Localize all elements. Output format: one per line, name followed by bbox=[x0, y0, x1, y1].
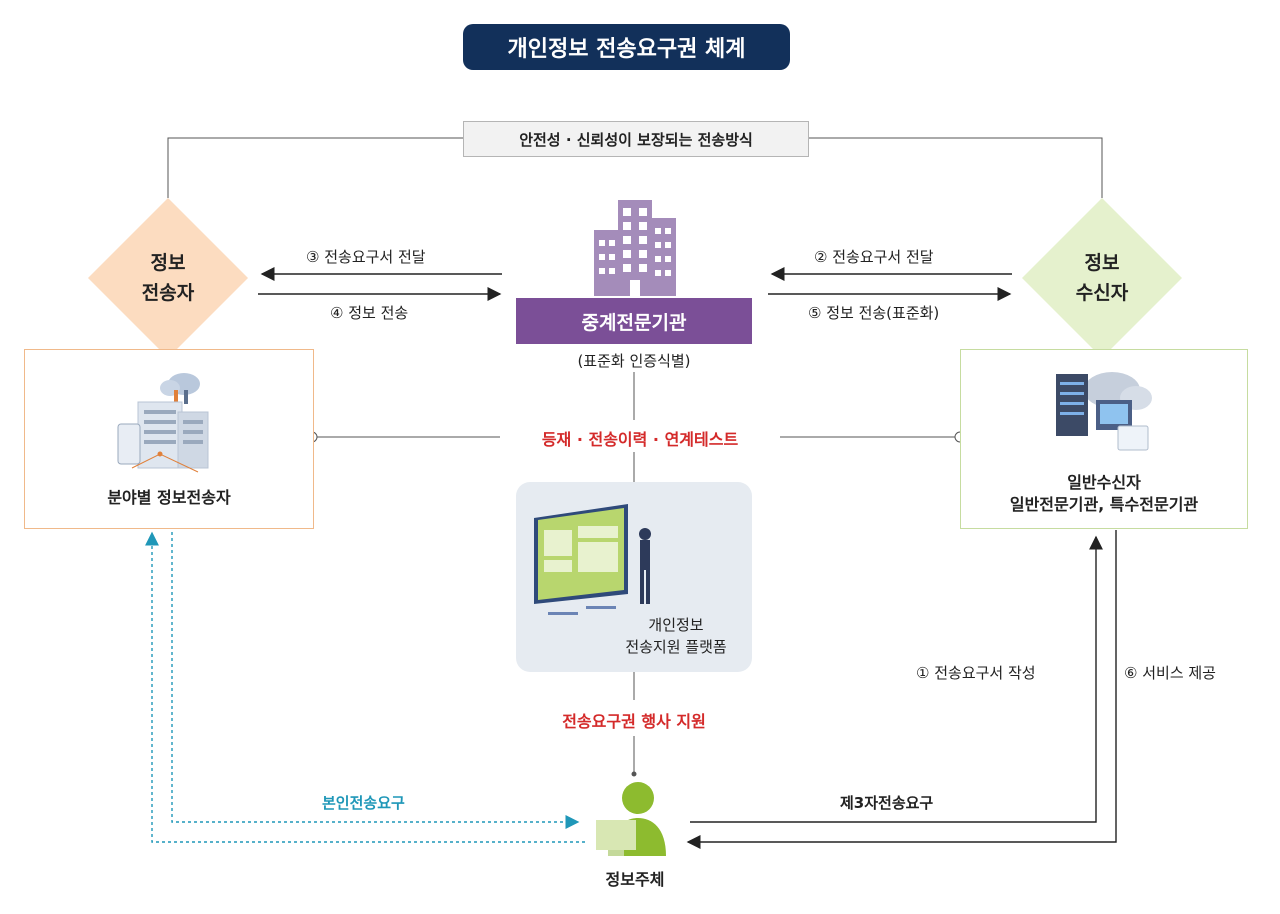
center-node bbox=[631, 771, 637, 777]
step3-label: ③ 전송요구서 전달 bbox=[306, 248, 426, 266]
banner-connector bbox=[167, 137, 463, 198]
step2-label: ② 전송요구서 전달 bbox=[814, 248, 934, 266]
sender-line2: 전송자 bbox=[141, 282, 195, 304]
receiver-diamond bbox=[1022, 198, 1182, 358]
server-cloud-monitor-icon bbox=[1056, 372, 1152, 451]
platform-label: 개인정보 전송지원 플랫폼 bbox=[596, 614, 756, 658]
receiver-diamond-label: 정보 수신자 bbox=[1022, 248, 1182, 308]
broker-box: 중계전문기관 bbox=[516, 298, 752, 344]
platform-line2: 전송지원 플랫폼 bbox=[625, 638, 727, 656]
platform-line1: 개인정보 bbox=[648, 616, 704, 634]
sender-diamond bbox=[88, 198, 248, 358]
sender-box-label: 분야별 정보전송자 bbox=[107, 488, 231, 507]
receiver-line2: 수신자 bbox=[1075, 282, 1129, 304]
platform-screen-icon bbox=[534, 504, 651, 615]
step6-label: ⑥ 서비스 제공 bbox=[1124, 664, 1216, 682]
self-request-label: 본인전송요구 bbox=[322, 794, 405, 812]
step1-label: ① 전송요구서 작성 bbox=[916, 664, 1036, 682]
registry-label: 등재 · 전송이력 · 연계테스트 bbox=[541, 430, 739, 449]
receiver-box-line1: 일반수신자 bbox=[1067, 473, 1141, 492]
third-party-path bbox=[690, 535, 1103, 823]
service-provide-path bbox=[686, 530, 1117, 849]
secure-transfer-banner: 안전성 · 신뢰성이 보장되는 전송방식 bbox=[463, 121, 809, 157]
receiver-box-line2: 일반전문기관, 특수전문기관 bbox=[1009, 495, 1199, 514]
building-icon bbox=[594, 200, 676, 296]
receiver-box-label: 일반수신자 일반전문기관, 특수전문기관 bbox=[960, 472, 1248, 516]
page-title: 개인정보 전송요구권 체계 bbox=[463, 24, 790, 70]
sender-line1: 정보 bbox=[150, 252, 186, 274]
subject-label: 정보주체 bbox=[605, 870, 665, 889]
step4-label: ④ 정보 전송 bbox=[330, 304, 409, 322]
self-request-return bbox=[145, 531, 585, 843]
step5-label: ⑤ 정보 전송(표준화) bbox=[808, 304, 940, 322]
support-label: 전송요구권 행사 지원 bbox=[562, 712, 706, 731]
receiver-line1: 정보 bbox=[1084, 252, 1120, 274]
person-icon bbox=[596, 782, 666, 856]
server-cloud-icon bbox=[117, 373, 209, 473]
third-party-label: 제3자전송요구 bbox=[840, 794, 934, 812]
broker-sub: (표준화 인증식별) bbox=[577, 352, 691, 370]
banner-connector-right bbox=[807, 137, 1103, 198]
self-request-path bbox=[171, 532, 580, 829]
sender-diamond-label: 정보 전송자 bbox=[88, 248, 248, 308]
